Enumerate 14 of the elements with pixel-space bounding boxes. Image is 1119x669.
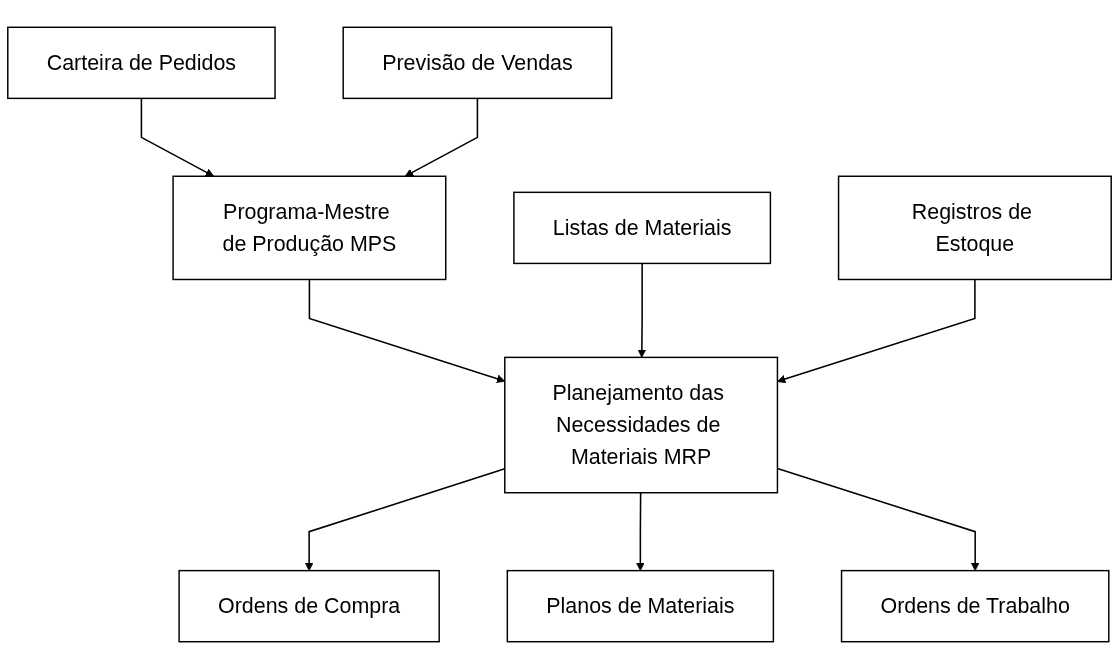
node-box: Registros de Estoque [837,175,1112,281]
node-box: Planos de Materiais [506,569,775,643]
arrow [636,491,645,571]
node-box: Programa-Mestre de Produção MPS [172,175,447,281]
node-box: Planejamento das Necessidades de Materiais MRP [504,356,779,494]
node-box: Ordens de Trabalho [840,569,1110,643]
arrow [404,97,479,177]
arrow [637,262,647,358]
node-box: Ordens de Compra [178,569,440,643]
node-box: Previsão de Vendas [342,26,613,100]
arrow [140,97,215,177]
arrow [777,278,976,384]
node-box: Listas de Materiais [513,191,772,265]
node-box: Carteira de Pedidos [7,26,276,100]
